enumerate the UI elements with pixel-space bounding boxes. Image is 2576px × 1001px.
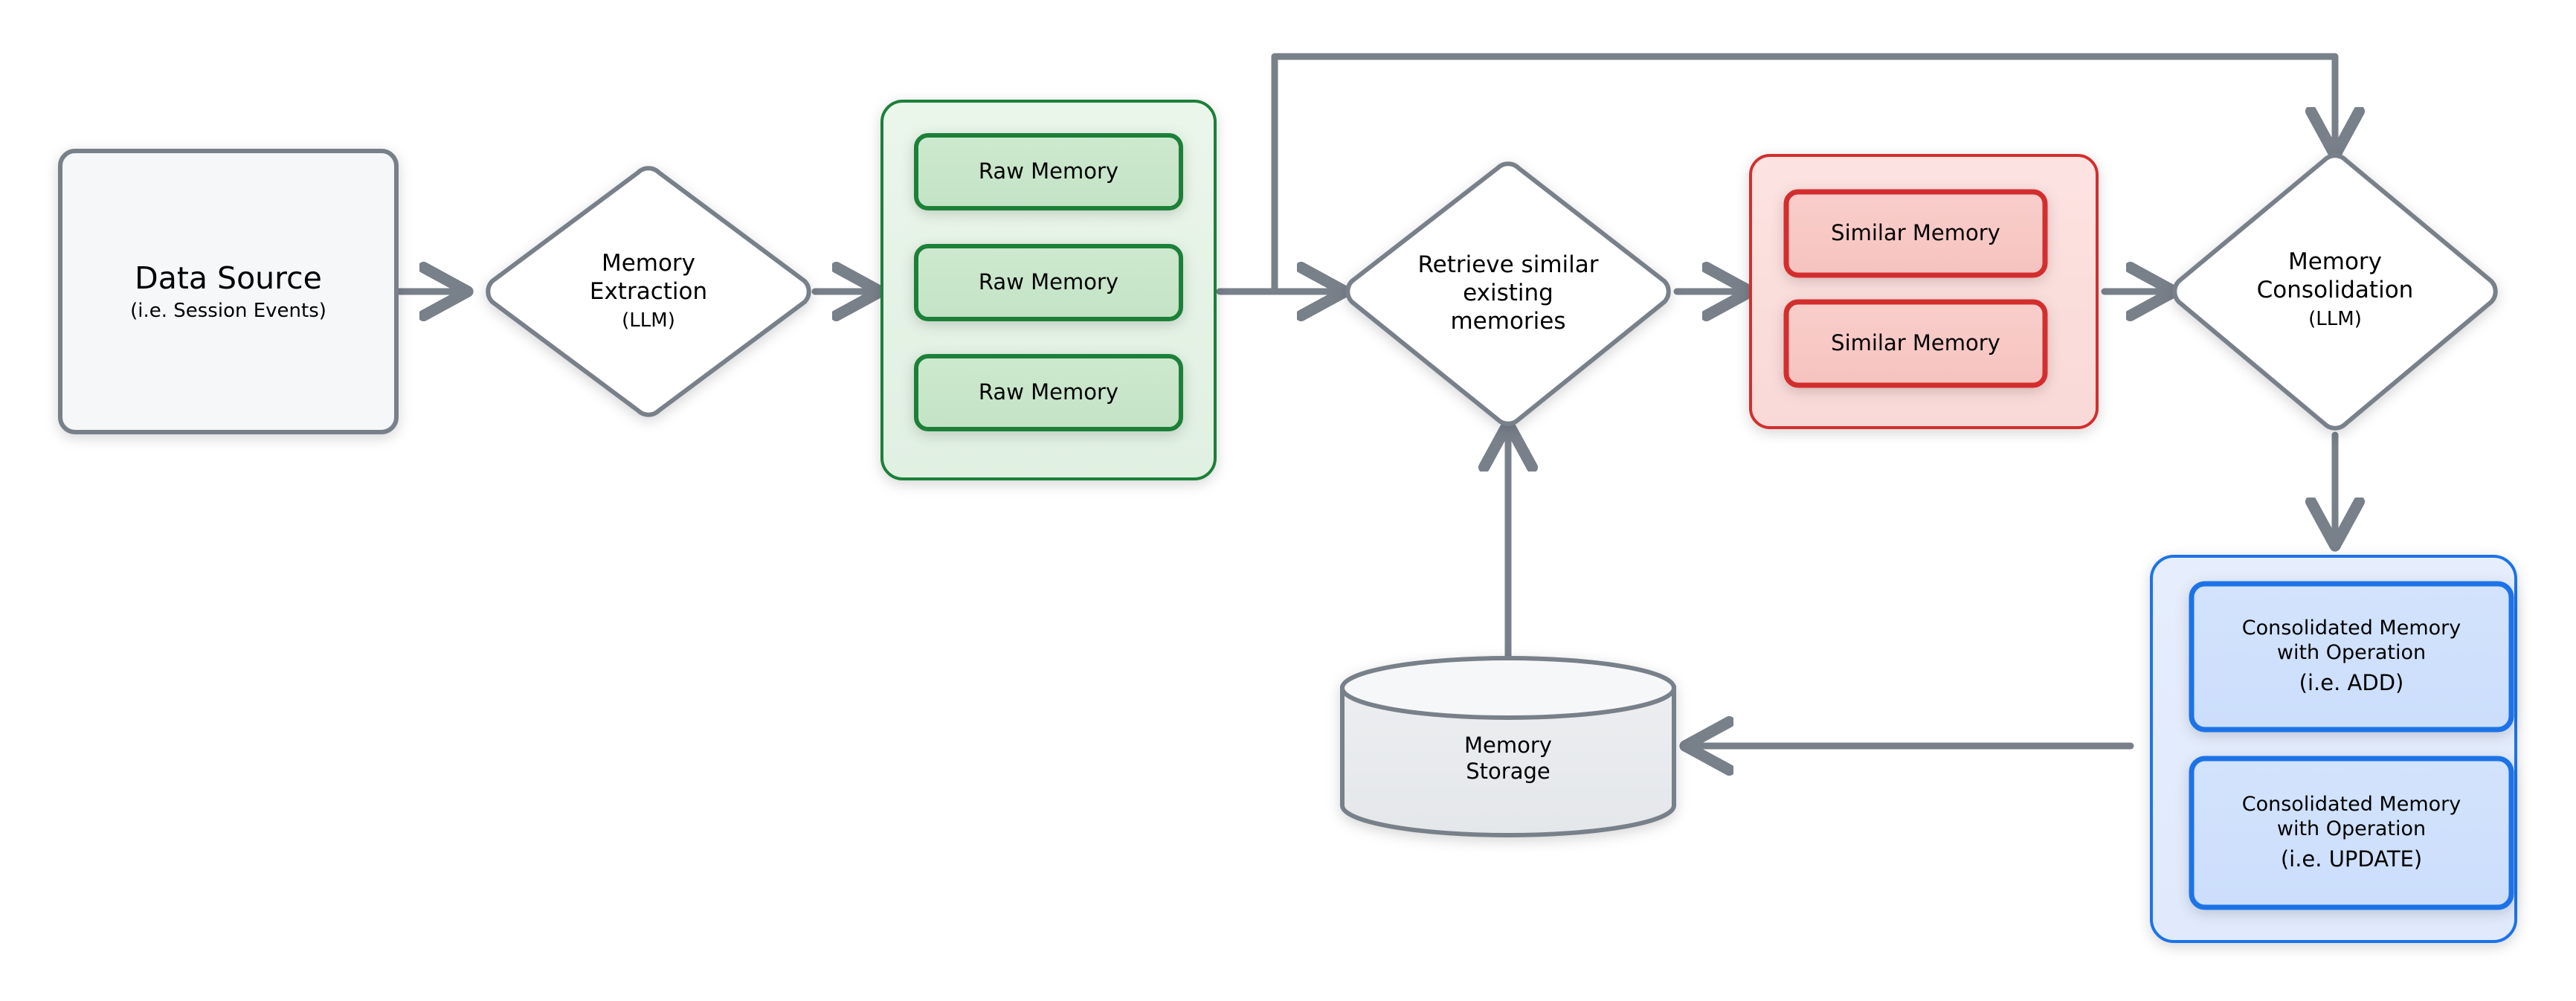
- node-memory-consolidation[interactable]: [2172, 153, 2498, 431]
- node-memory-extraction[interactable]: [486, 166, 811, 417]
- raw-memory-item-3[interactable]: [914, 354, 1183, 431]
- raw-memory-item-2[interactable]: [914, 244, 1183, 321]
- node-retrieve-similar[interactable]: [1345, 161, 1671, 426]
- similar-memory-item-1[interactable]: [1783, 189, 2048, 278]
- consolidated-memory-item-1[interactable]: [2189, 581, 2514, 733]
- node-memory-storage[interactable]: [1340, 656, 1676, 837]
- consolidated-memory-item-2[interactable]: [2189, 756, 2514, 910]
- raw-memory-item-1[interactable]: [914, 133, 1183, 210]
- node-data-source[interactable]: [58, 149, 399, 434]
- similar-memory-item-2[interactable]: [1783, 299, 2048, 388]
- edge-raw-memory-feedback-to-memory-consolidation: [1271, 53, 2335, 295]
